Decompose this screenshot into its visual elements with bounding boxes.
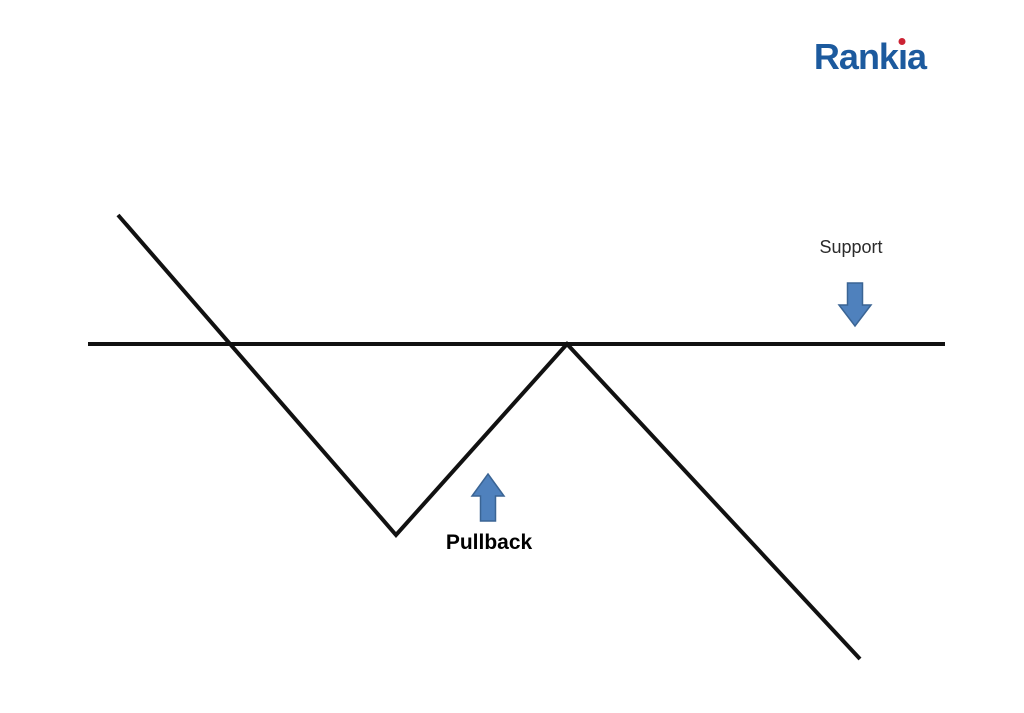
logo-text-part1: Rank [813,36,899,77]
logo-letter-i: ı [897,36,908,78]
support-label: Support [819,237,883,257]
logo-text-part2: a [906,36,927,77]
support-down-arrow-icon [837,282,873,328]
pullback-up-arrow-icon [470,472,506,522]
pullback-label: Pullback [445,531,533,554]
logo-text-i: ı [897,36,908,77]
logo-red-dot-icon [898,38,906,45]
price-line [116,213,862,661]
